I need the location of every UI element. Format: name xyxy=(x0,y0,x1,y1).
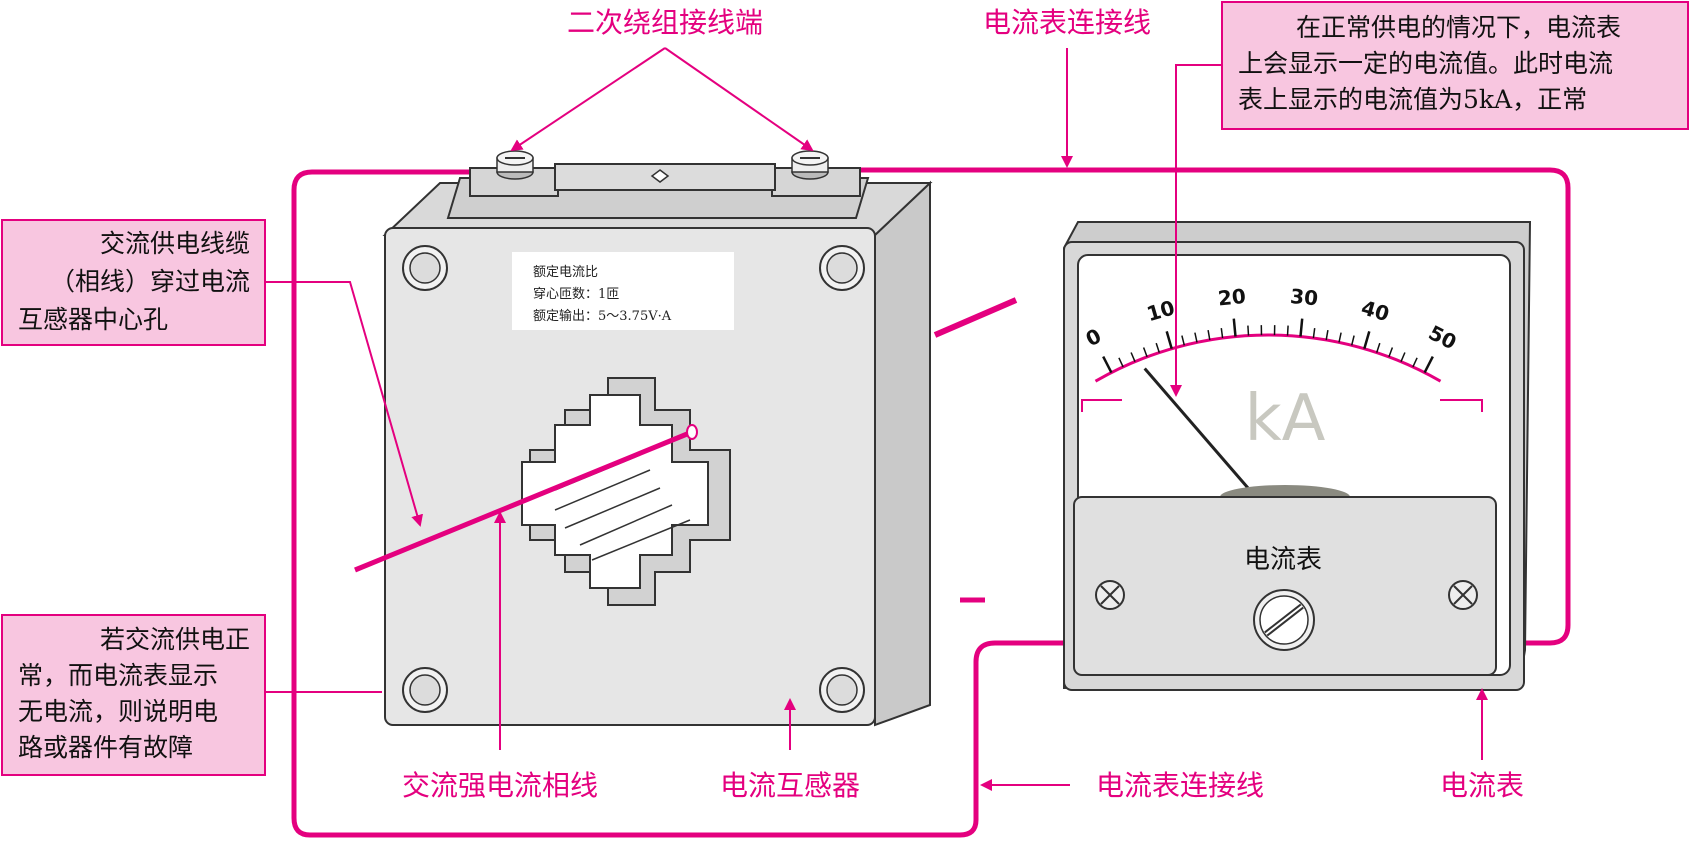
label-ammeter-wire-top: 电流表连接线 xyxy=(983,6,1151,39)
note-top-right: 在正常供电的情况下，电流表 上会显示一定的电流值。此时电流 表上显示的电流值为5… xyxy=(1222,2,1688,129)
meter-name-label: 电流表 xyxy=(1244,545,1322,575)
terminal-screw-left xyxy=(497,151,533,179)
meter-tick-label: 30 xyxy=(1289,284,1319,311)
svg-text:若交流供电正: 若交流供电正 xyxy=(100,625,250,654)
meter-tick xyxy=(1234,319,1236,337)
zero-adjust-screw xyxy=(1254,590,1314,650)
svg-text:无电流，则说明电: 无电流，则说明电 xyxy=(18,697,218,726)
label-ammeter-wire-bottom: 电流表连接线 xyxy=(1096,769,1264,802)
label-current-transformer: 电流互感器 xyxy=(720,769,860,802)
svg-text:路或器件有故障: 路或器件有故障 xyxy=(18,733,193,762)
svg-text:在正常供电的情况下，电流表: 在正常供电的情况下，电流表 xyxy=(1296,13,1621,42)
svg-text:（相线）穿过电流: （相线）穿过电流 xyxy=(50,267,250,296)
mounting-hole xyxy=(820,246,864,290)
terminal-screw-right xyxy=(792,151,828,179)
current-transformer: 额定电流比 穿心匝数：1匝 额定输出：5～3.75V·A xyxy=(385,151,930,725)
meter-tick-label: 20 xyxy=(1217,284,1247,311)
note-left-top: 交流供电线缆 （相线）穿过电流 互感器中心孔 xyxy=(2,220,265,345)
meter-unit-label: kA xyxy=(1245,382,1326,456)
panel-screw-right xyxy=(1449,581,1477,609)
meter-tick xyxy=(1288,326,1289,336)
svg-text:常，而电流表显示: 常，而电流表显示 xyxy=(18,661,218,690)
nameplate-rated-ratio: 额定电流比 xyxy=(533,265,598,280)
nameplate-rated-output: 额定输出：5～3.75V·A xyxy=(533,308,672,324)
svg-text:上会显示一定的电流值。此时电流: 上会显示一定的电流值。此时电流 xyxy=(1238,49,1613,78)
svg-text:交流供电线缆: 交流供电线缆 xyxy=(100,229,250,258)
nameplate-turns: 穿心匝数：1匝 xyxy=(533,286,619,302)
mounting-hole xyxy=(820,668,864,712)
label-ammeter: 电流表 xyxy=(1440,769,1524,802)
svg-text:表上显示的电流值为5kA，正常: 表上显示的电流值为5kA，正常 xyxy=(1238,85,1587,114)
mounting-hole xyxy=(403,246,447,290)
phase-wire-exit xyxy=(935,300,1016,335)
meter-tick xyxy=(1301,319,1303,337)
note-left-bottom: 若交流供电正 常，而电流表显示 无电流，则说明电 路或器件有故障 xyxy=(2,615,265,775)
meter-tick xyxy=(1248,326,1249,336)
label-secondary-terminal: 二次绕组接线端 xyxy=(567,6,763,39)
label-phase-wire: 交流强电流相线 xyxy=(402,769,598,802)
svg-text:互感器中心孔: 互感器中心孔 xyxy=(18,305,168,334)
mounting-hole xyxy=(403,668,447,712)
panel-screw-left xyxy=(1096,581,1124,609)
